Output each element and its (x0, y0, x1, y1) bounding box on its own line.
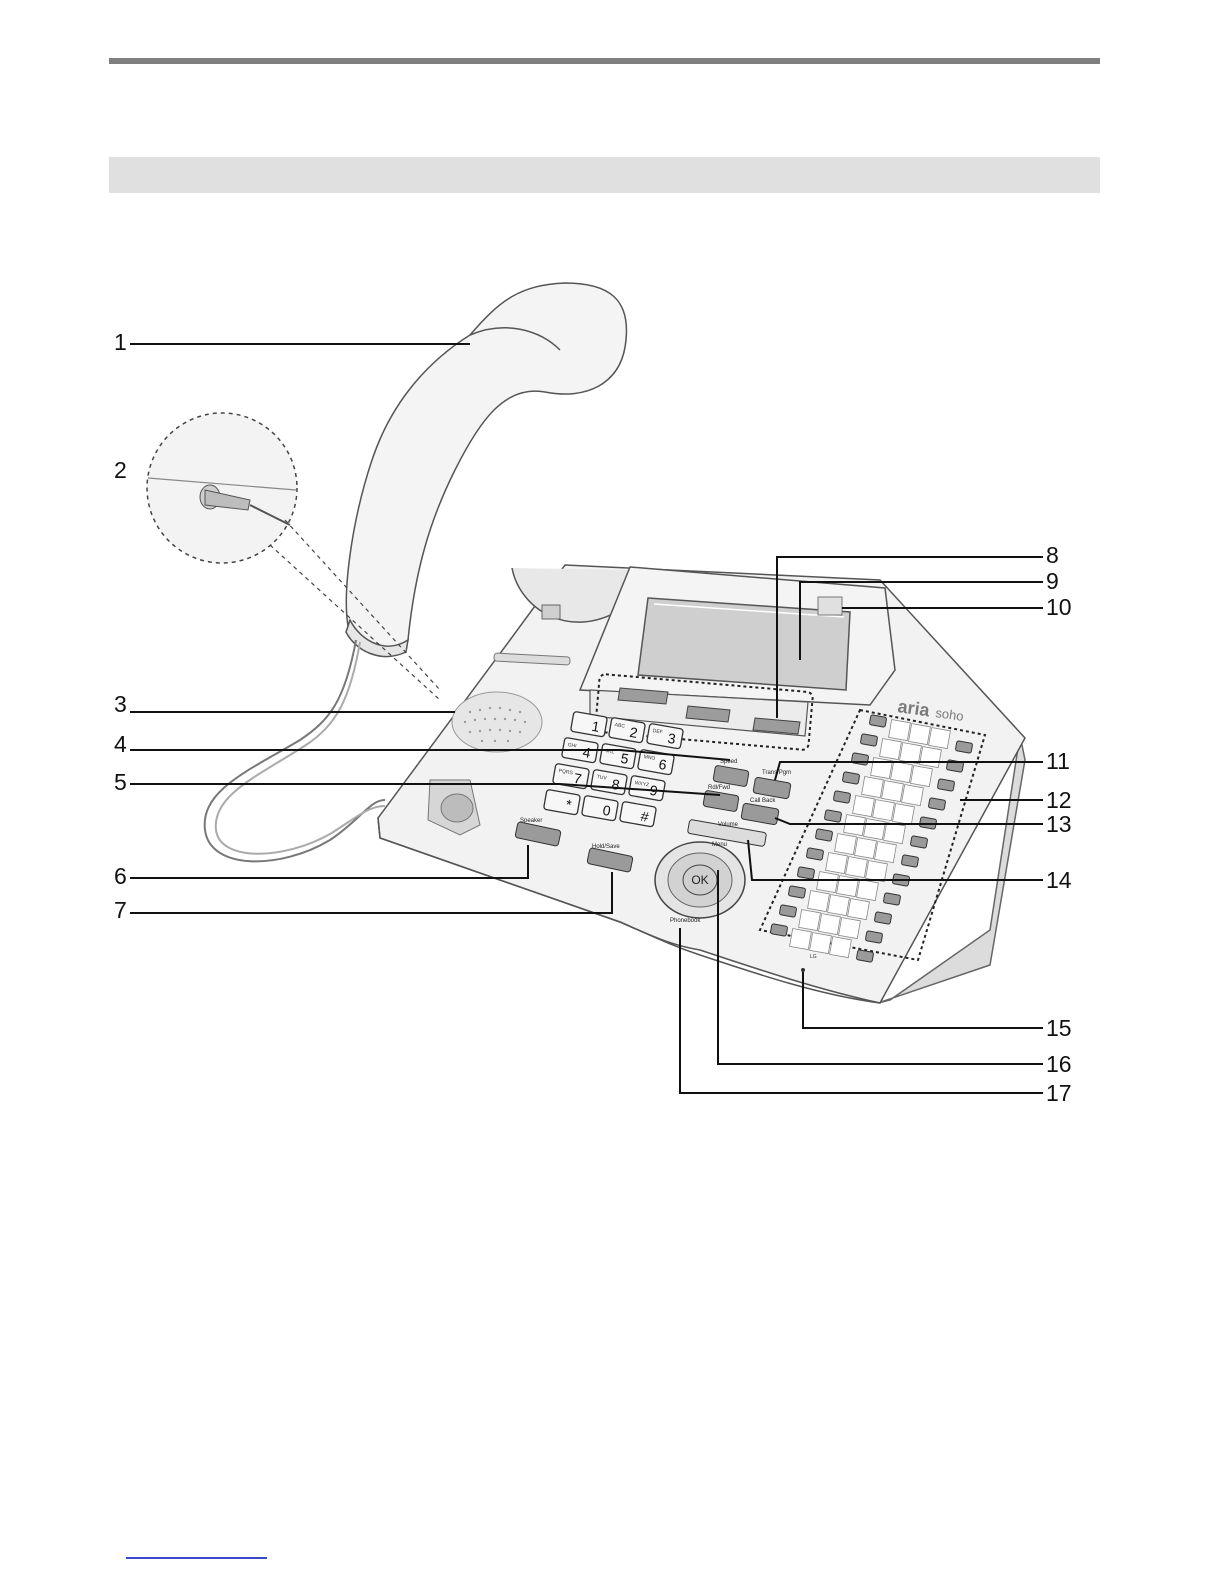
callout-8: 8 (1046, 542, 1059, 568)
dnd-label: LG (810, 954, 817, 960)
label-strip-cell (853, 796, 875, 817)
footer-link-underline (126, 1557, 267, 1559)
menu-label: Menu (712, 842, 727, 848)
label-strip-cell (837, 876, 859, 897)
callback-label: Call Back (750, 798, 776, 804)
label-strip-cell (846, 857, 868, 878)
callout-14: 14 (1046, 867, 1072, 893)
label-strip-cell (911, 766, 933, 787)
label-strip-cell (826, 853, 848, 874)
label-strip-cell (893, 804, 915, 825)
programmable-key-left-9[interactable] (797, 867, 814, 880)
callout-3: 3 (114, 691, 127, 717)
volume-label: Volume (718, 822, 739, 828)
programmable-key-left-10[interactable] (788, 886, 805, 899)
label-strip-cell (902, 785, 924, 806)
callout-1: 1 (114, 329, 127, 355)
callout-15: 15 (1046, 1015, 1072, 1041)
callout-2: 2 (114, 457, 127, 483)
callout-6: 6 (114, 863, 127, 889)
callout-9: 9 (1046, 568, 1059, 594)
label-strip-cell (790, 929, 812, 950)
hold-label: Hold/Save (592, 844, 620, 850)
label-strip-cell (810, 933, 832, 954)
label-strip-cell (817, 872, 839, 893)
callout-11: 11 (1046, 748, 1070, 774)
callout-4: 4 (114, 731, 127, 757)
programmable-key-right-11[interactable] (865, 931, 882, 944)
label-strip-cell (884, 823, 906, 844)
label-strip-cell (875, 842, 897, 863)
label-strip-cell (839, 918, 861, 939)
programmable-key-left-12[interactable] (770, 924, 787, 937)
label-strip-cell (828, 895, 850, 916)
programmable-key-left-2[interactable] (860, 734, 877, 747)
label-strip-cell (929, 728, 951, 749)
label-strip-cell (909, 724, 931, 745)
label-strip-cell (799, 910, 821, 931)
programmable-key-left-7[interactable] (815, 829, 832, 842)
programmable-key-left-5[interactable] (833, 791, 850, 804)
label-strip-cell (900, 743, 922, 764)
label-strip-cell (866, 861, 888, 882)
label-strip-cell (835, 834, 857, 855)
label-strip-cell (864, 819, 886, 840)
programmable-key-right-4[interactable] (928, 798, 945, 811)
label-strip-cell (819, 914, 841, 935)
programmable-key-left-11[interactable] (779, 905, 796, 918)
microphone (801, 968, 805, 972)
label-strip-cell (871, 758, 893, 779)
redial-label: Rdl/Fwd (708, 785, 730, 791)
programmable-key-left-4[interactable] (842, 772, 859, 785)
label-strip-cell (808, 891, 830, 912)
programmable-key-left-3[interactable] (851, 753, 868, 766)
label-strip-cell (855, 838, 877, 859)
label-strip-cell (880, 739, 902, 760)
programmable-key-right-3[interactable] (937, 779, 954, 792)
ok-label: OK (691, 873, 708, 887)
callout-12: 12 (1046, 787, 1072, 813)
callout-17: 17 (1046, 1080, 1072, 1106)
message-lamp (818, 597, 842, 615)
programmable-key-right-7[interactable] (901, 855, 918, 868)
label-strip-cell (848, 899, 870, 920)
programmable-key-right-1[interactable] (955, 741, 972, 754)
programmable-key-left-6[interactable] (824, 810, 841, 823)
programmable-key-right-9[interactable] (883, 893, 900, 906)
label-strip-cell (889, 720, 911, 741)
programmable-key-right-6[interactable] (910, 836, 927, 849)
label-strip-cell (873, 800, 895, 821)
label-strip-cell (862, 777, 884, 798)
programmable-key-left-8[interactable] (806, 848, 823, 861)
callout-13: 13 (1046, 811, 1072, 837)
label-strip-cell (830, 937, 852, 958)
label-strip-cell (920, 747, 942, 768)
callout-5: 5 (114, 769, 127, 795)
label-strip-cell (891, 762, 913, 783)
programmable-key-left-1[interactable] (869, 715, 886, 728)
label-strip-cell (857, 880, 879, 901)
programmable-key-right-10[interactable] (874, 912, 891, 925)
callout-10: 10 (1046, 594, 1072, 620)
phonebook-label: Phonebook (670, 918, 701, 924)
programmable-key-right-12[interactable] (856, 950, 873, 963)
callout-7: 7 (114, 897, 127, 923)
callout-16: 16 (1046, 1051, 1072, 1077)
speaker-label: Speaker (520, 818, 542, 824)
label-strip-cell (844, 815, 866, 836)
label-strip-cell (882, 781, 904, 802)
